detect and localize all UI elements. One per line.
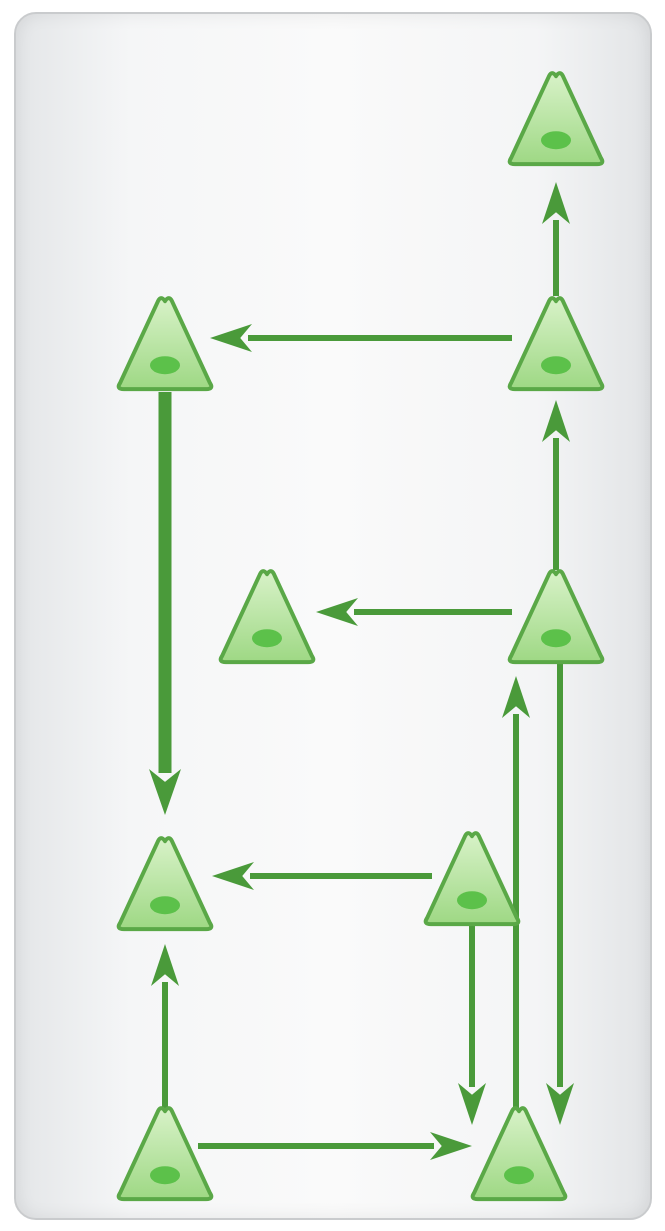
edge-arrow-n-lower-center-right-to-n-lower-left — [212, 862, 432, 890]
arrowhead — [430, 1132, 472, 1160]
edge-arrow-n-middle-right-to-n-upper-right — [542, 400, 570, 570]
triangle-shape — [507, 296, 605, 392]
triangle-eye-dot — [150, 896, 180, 915]
arrowhead — [151, 944, 179, 986]
triangle-eye-icon — [507, 71, 605, 167]
triangle-eye-dot — [541, 629, 571, 648]
triangle-eye-icon — [423, 831, 521, 927]
triangle-shape — [116, 296, 214, 392]
arrowhead — [542, 400, 570, 442]
edge-arrow-n-middle-right-to-n-middle — [316, 598, 512, 626]
edge-arrow-n-upper-right-to-n-upper-left — [210, 324, 512, 352]
edge-arrow-n-bottom-left-to-n-bottom-right — [198, 1132, 472, 1160]
arrowhead — [542, 182, 570, 224]
triangle-shape — [507, 71, 605, 167]
triangle-eye-icon — [116, 836, 214, 932]
arrowhead — [458, 1083, 486, 1125]
triangle-eye-icon — [507, 569, 605, 665]
triangle-eye-icon — [116, 296, 214, 392]
triangle-shape — [116, 1106, 214, 1202]
triangle-shape — [423, 831, 521, 927]
triangle-eye-dot — [252, 629, 282, 648]
triangle-eye-icon — [218, 569, 316, 665]
arrowhead — [212, 862, 254, 890]
triangle-eye-dot — [150, 356, 180, 375]
triangle-shape — [470, 1106, 568, 1202]
arrowhead — [210, 324, 252, 352]
triangle-shape — [218, 569, 316, 665]
edge-arrow-n-lower-center-right-to-n-bottom-right — [458, 918, 486, 1125]
arrowhead — [502, 676, 530, 718]
arrowhead — [316, 598, 358, 626]
triangle-eye-icon — [116, 1106, 214, 1202]
triangle-eye-dot — [541, 356, 571, 375]
edge-arrow-n-upper-right-to-n-top-right — [542, 182, 570, 296]
edge-arrow-n-middle-right-to-n-bottom-right — [546, 660, 574, 1125]
edge-arrow-n-upper-left-to-n-lower-left — [149, 392, 181, 815]
edge-arrow-n-bottom-left-to-n-lower-left — [151, 944, 179, 1110]
nodes-layer — [116, 71, 605, 1202]
triangle-shape — [116, 836, 214, 932]
triangle-eye-dot — [541, 131, 571, 150]
arrowhead — [546, 1083, 574, 1125]
triangle-eye-icon — [470, 1106, 568, 1202]
edges-layer — [149, 182, 574, 1160]
triangle-eye-dot — [150, 1166, 180, 1185]
arrowhead — [149, 769, 181, 815]
triangle-eye-icon — [507, 296, 605, 392]
triangle-shape — [507, 569, 605, 665]
triangle-eye-dot — [504, 1166, 534, 1185]
triangle-eye-dot — [457, 891, 487, 910]
